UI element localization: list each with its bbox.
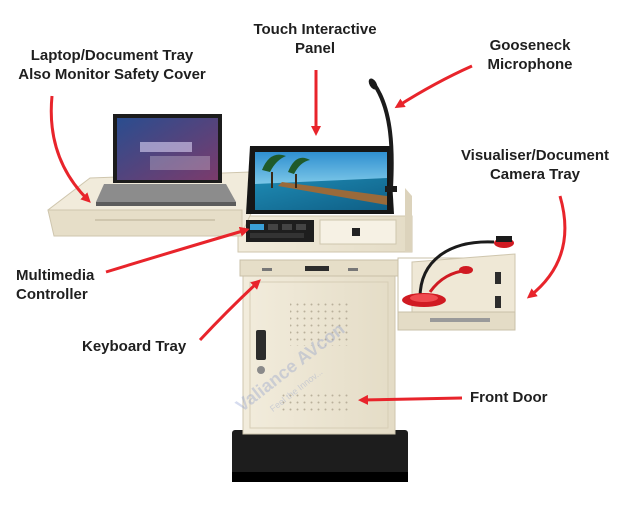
visualiser-camera-tray (397, 253, 516, 331)
label-gooseneck-mic: Gooseneck Microphone (470, 36, 590, 74)
label-visualiser-tray-line1: Visualiser/Document (460, 147, 610, 164)
label-laptop-tray: Laptop/Document Tray Also Monitor Safety… (6, 46, 218, 84)
desk-connector-panel (319, 219, 397, 245)
label-gooseneck-mic-line1: Gooseneck (489, 37, 571, 54)
label-laptop-tray-line1: Laptop/Document Tray (30, 47, 194, 64)
label-visualiser-tray-line2: Camera Tray (489, 166, 581, 183)
label-multimedia-controller-line1: Multimedia (16, 267, 95, 284)
arrow-laptop-tray (49, 95, 91, 203)
label-touch-panel-line2: Panel (294, 40, 336, 57)
document-camera (402, 236, 514, 307)
label-touch-panel: Touch Interactive Panel (240, 20, 390, 58)
podium-base (232, 430, 408, 482)
label-laptop-tray-line2: Also Monitor Safety Cover (18, 66, 206, 83)
front-door (256, 302, 350, 412)
keyboard-tray (239, 259, 399, 277)
multimedia-controller (246, 220, 314, 242)
label-multimedia-controller-line2: Controller (16, 286, 88, 303)
label-visualiser-tray: Visualiser/Document Camera Tray (446, 146, 624, 184)
touch-interactive-panel (246, 146, 394, 214)
label-multimedia-controller: Multimedia Controller (16, 266, 126, 304)
arrow-front-door (358, 394, 463, 405)
arrow-multimedia (105, 226, 250, 274)
label-gooseneck-mic-line2: Microphone (487, 56, 573, 73)
label-touch-panel-line1: Touch Interactive (253, 21, 377, 38)
laptop (96, 114, 236, 206)
arrow-keyboard (198, 279, 261, 342)
callout-arrows (49, 64, 567, 405)
gooseneck-microphone (368, 78, 397, 192)
label-keyboard-tray: Keyboard Tray (82, 338, 187, 355)
arrow-visualiser (526, 195, 567, 299)
label-front-door: Front Door (470, 389, 548, 406)
arrow-gooseneck (394, 64, 473, 109)
